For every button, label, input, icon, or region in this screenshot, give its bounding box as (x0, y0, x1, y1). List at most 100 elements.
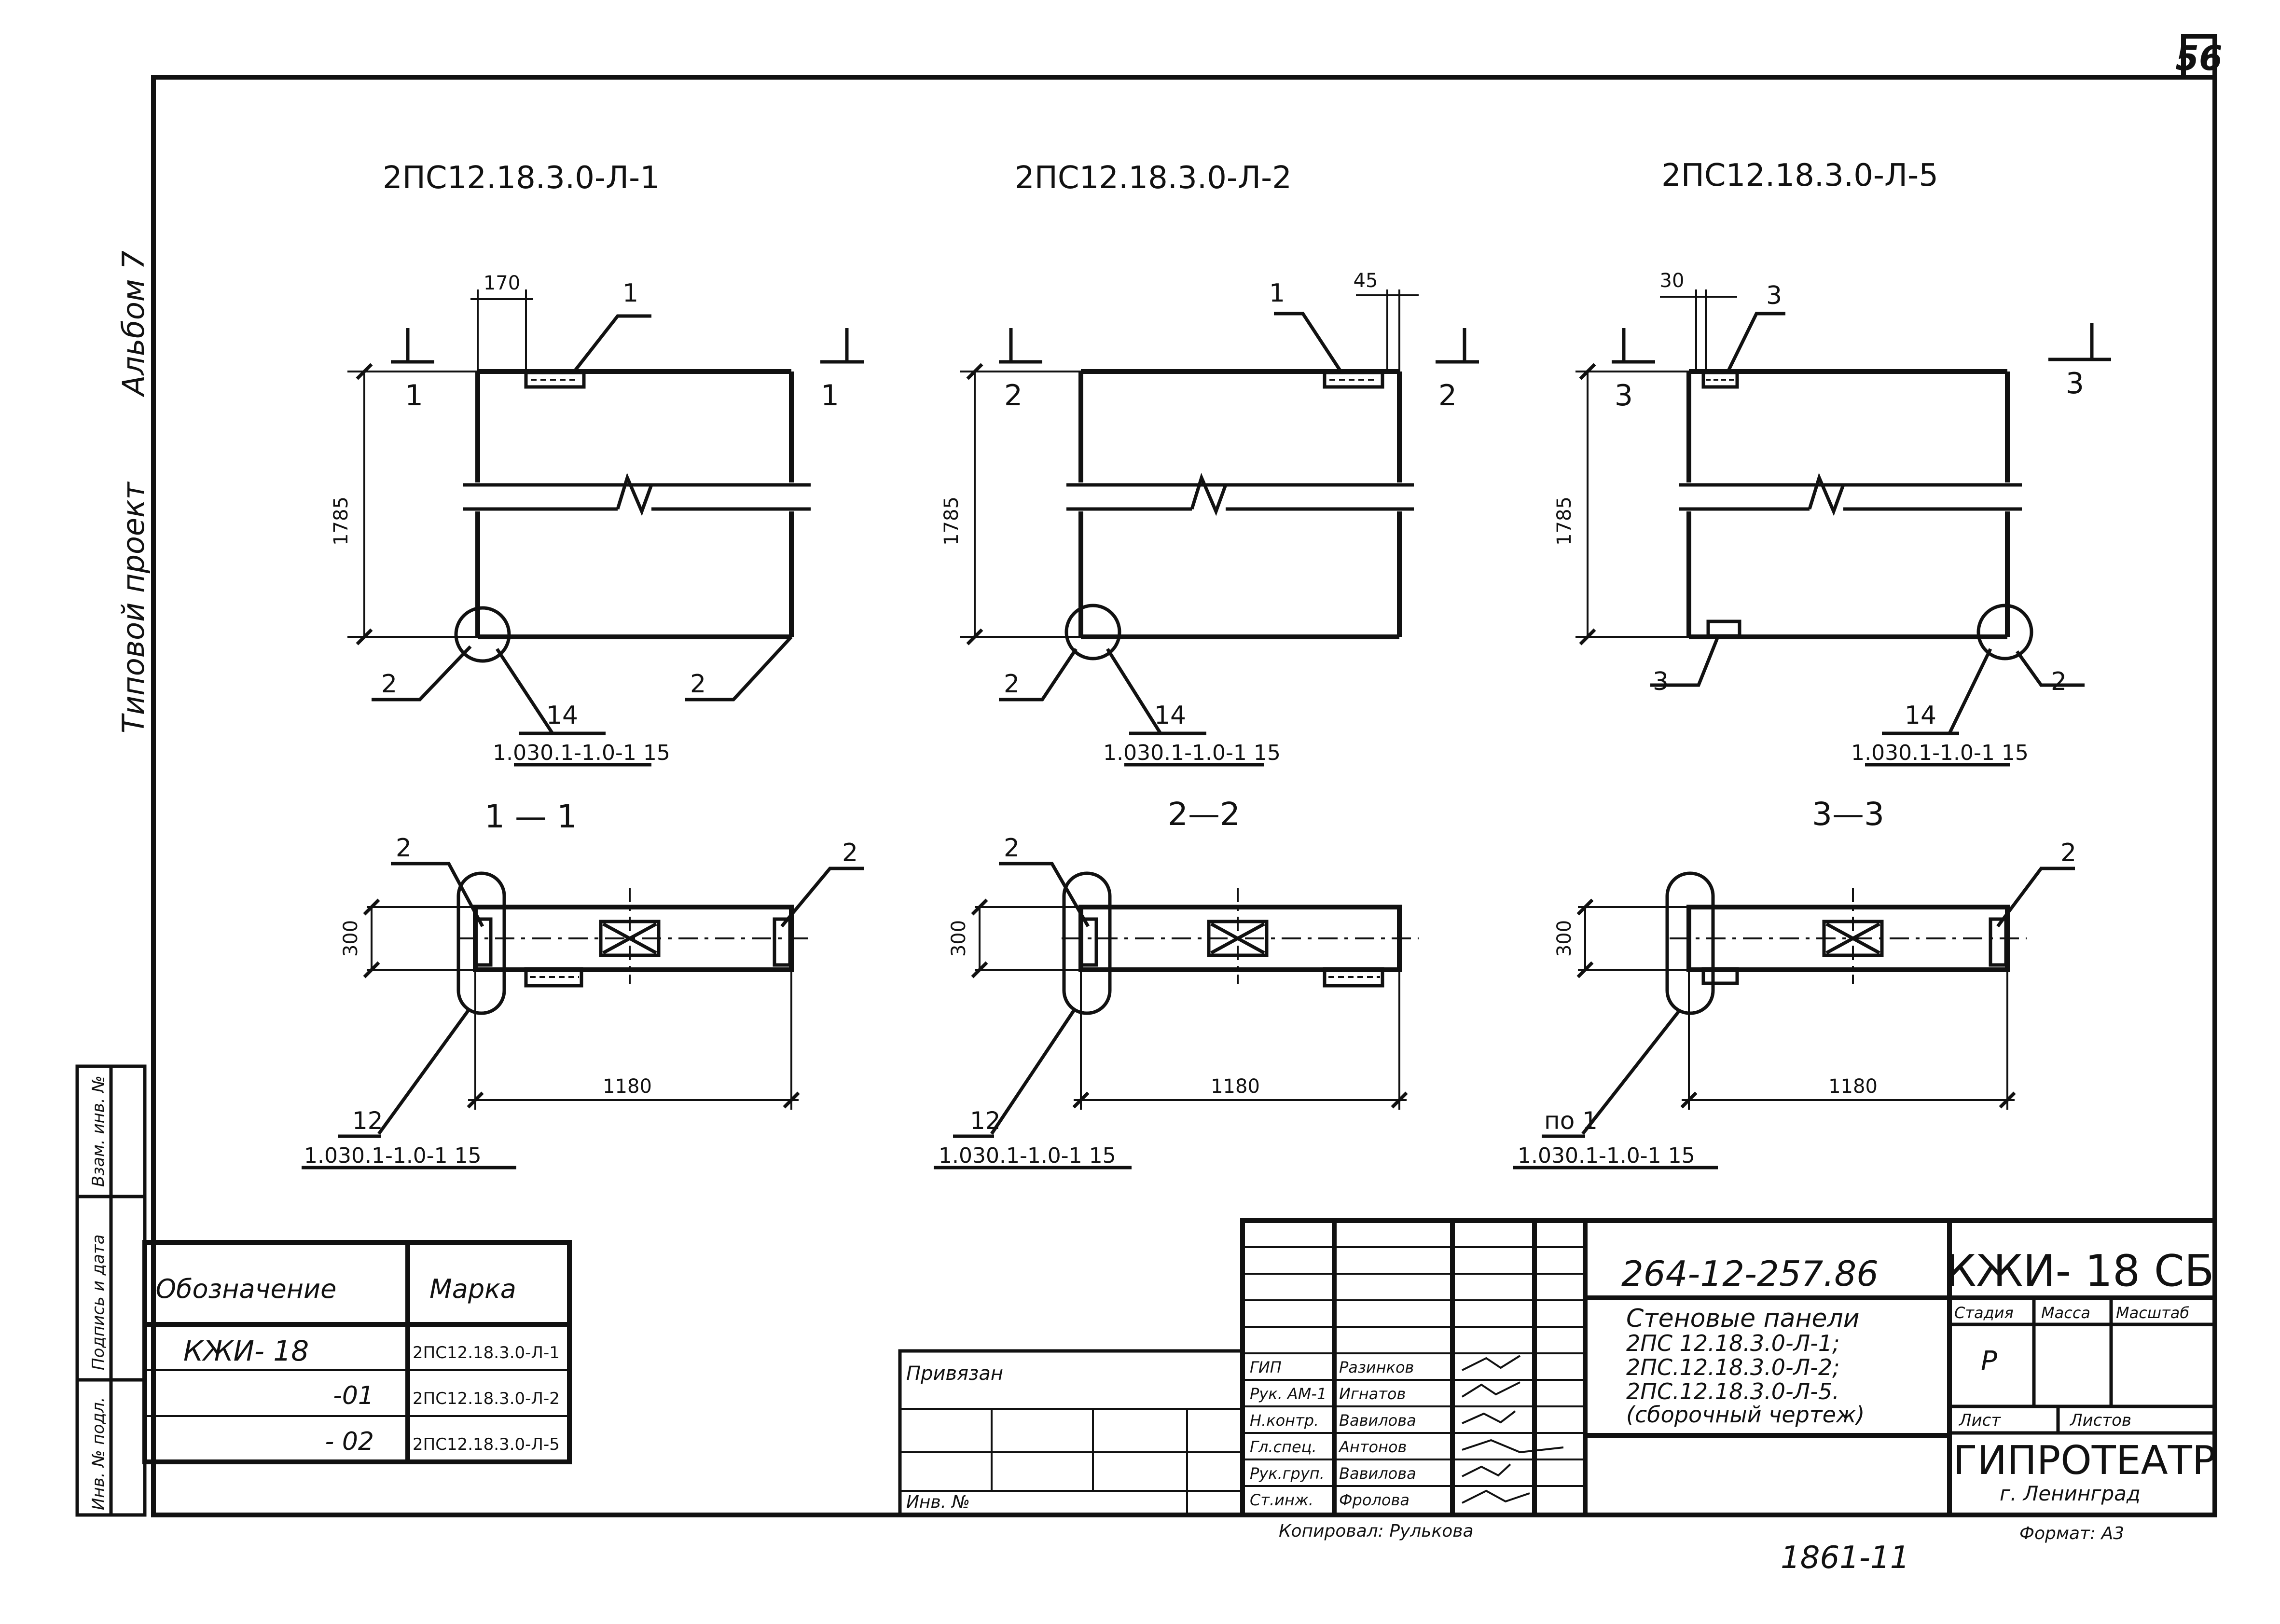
leader-label-left: 2 (1004, 670, 1020, 699)
sheet-number-box (2181, 34, 2217, 80)
cut-left: 1 (405, 379, 423, 413)
bound-to-label: Привязан (906, 1363, 1003, 1385)
leader-label-top: 1 (622, 279, 638, 308)
role-6: Ст.инж. (1250, 1491, 1313, 1509)
section-ref: 1.030.1-1.0-1 15 (939, 1143, 1116, 1168)
node-number: 14 (1154, 701, 1186, 730)
title-block: Привязан Инв. № ГИП Разинков Рук (898, 1218, 2217, 1576)
section-width: 1180 (1828, 1075, 1878, 1098)
sheets-label: Листов (2069, 1411, 2131, 1430)
section-ref: 1.030.1-1.0-1 15 (1518, 1143, 1695, 1168)
leader-label-right: 2 (690, 670, 706, 699)
section-3: 3—3 300 1180 2 по 1 1.030.1-1.0-1 15 (1513, 796, 2076, 1170)
role-4: Гл.спец. (1250, 1438, 1317, 1456)
doc-code: 264-12-257.86 (1621, 1253, 1879, 1294)
inv-label: Инв. № (906, 1492, 970, 1512)
format-label: Формат: А3 (2019, 1524, 2124, 1543)
node-number: 14 (546, 701, 578, 730)
dim-top: 30 (1660, 270, 1685, 292)
name-5: Вавилова (1339, 1464, 1416, 1483)
cut-right: 3 (2066, 367, 2084, 400)
scale-label: Масштаб (2116, 1304, 2189, 1322)
panel-elevation-3: 2ПС12.18.3.0-Л-5 1785 30 3 3 3 3 (1553, 158, 2111, 767)
cut-right: 1 (821, 379, 839, 413)
description-line-2: 2ПС 12.18.3.0-Л-1; (1626, 1330, 1840, 1356)
section-title: 2—2 (1168, 796, 1240, 833)
panel-title: 2ПС12.18.3.0-Л-2 (1015, 160, 1292, 196)
row-designation-3: - 02 (325, 1427, 374, 1456)
row-mark-2: 2ПС12.18.3.0-Л-2 (413, 1389, 560, 1408)
cut-right: 2 (1438, 379, 1457, 413)
mark-code: КЖИ- 18 СБ (1946, 1246, 2214, 1296)
section-right-label: 2 (2060, 839, 2076, 867)
row-mark-3: 2ПС12.18.3.0-Л-5 (413, 1435, 560, 1454)
copied-by: Копировал: Рулькова (1279, 1521, 1474, 1541)
node-ref: 1.030.1-1.0-1 15 (1103, 741, 1281, 765)
section-width: 1180 (1211, 1075, 1260, 1098)
left-stamp-column: Инв. № подл. Подпись и дата Взам. инв. № (75, 1064, 147, 1517)
cut-left: 3 (1615, 379, 1633, 413)
role-1: ГИП (1250, 1358, 1282, 1376)
sheet-label: Лист (1958, 1411, 2001, 1430)
section-right-label: 2 (842, 839, 858, 867)
mass-label: Масса (2041, 1304, 2090, 1322)
cut-left: 2 (1004, 379, 1023, 413)
side-inv: Инв. № подл. (89, 1397, 108, 1510)
leader-label-top: 1 (1269, 279, 1285, 308)
side-vzam: Взам. инв. № (89, 1075, 108, 1187)
name-4: Антонов (1338, 1438, 1407, 1456)
node-number: 14 (1905, 701, 1936, 730)
section-1: 1 — 1 300 1180 2 2 12 1.030.1-1.0-1 (302, 798, 864, 1170)
role-5: Рук.груп. (1250, 1464, 1325, 1483)
row-mark-1: 2ПС12.18.3.0-Л-1 (413, 1343, 560, 1363)
section-ref-num: 12 (352, 1107, 383, 1135)
name-6: Фролова (1339, 1491, 1409, 1509)
node-ref: 1.030.1-1.0-1 15 (493, 741, 670, 765)
leader-label-left: 2 (381, 670, 397, 699)
header-designation: Обозначение (156, 1274, 337, 1304)
row-designation-1: КЖИ- 18 (183, 1335, 309, 1367)
dim-top: 45 (1354, 270, 1378, 292)
row-designation-2: -01 (333, 1381, 374, 1410)
stage-label: Стадия (1954, 1304, 2014, 1322)
section-height: 300 (340, 920, 362, 957)
sheet-number: 56 (2175, 39, 2222, 78)
section-ref: 1.030.1-1.0-1 15 (304, 1143, 482, 1168)
section-ref-num: по 1 (1544, 1107, 1598, 1135)
dim-height: 1785 (940, 496, 963, 546)
section-height: 300 (948, 920, 970, 957)
panel-title: 2ПС12.18.3.0-Л-5 (1661, 158, 1938, 193)
role-2: Рук. АМ-1 (1250, 1385, 1327, 1403)
section-ref-num: 12 (970, 1107, 1001, 1135)
leader-label-top: 3 (1766, 281, 1782, 310)
org-city: г. Ленинград (2000, 1482, 2141, 1505)
panel-elevation-1: 2ПС12.18.3.0-Л-1 1785 170 1 1 (330, 160, 864, 767)
signatures (1461, 1355, 1564, 1504)
bottom-number: 1861-11 (1781, 1540, 1909, 1576)
name-1: Разинков (1339, 1358, 1414, 1376)
header-mark: Марка (429, 1274, 516, 1304)
name-3: Вавилова (1339, 1411, 1416, 1430)
section-height: 300 (1553, 920, 1575, 957)
dim-top: 170 (484, 272, 520, 294)
description-line-5: (сборочный чертеж) (1626, 1402, 1865, 1428)
leader-label-right: 2 (2051, 667, 2067, 696)
dim-height: 1785 (1553, 496, 1575, 546)
panel-title: 2ПС12.18.3.0-Л-1 (383, 160, 660, 196)
leader-label-left: 3 (1653, 667, 1669, 696)
section-2: 2—2 300 1180 2 12 1.030.1-1.0-1 15 (934, 796, 1419, 1170)
section-title: 3—3 (1812, 796, 1884, 833)
section-title: 1 — 1 (484, 798, 577, 835)
description-line-4: 2ПС.12.18.3.0-Л-5. (1626, 1378, 1839, 1404)
side-album: Альбом 7 (116, 250, 151, 398)
spec-table: Обозначение Марка КЖИ- 18 2ПС12.18.3.0-Л… (142, 1240, 572, 1464)
org-name: ГИПРОТЕАТР (1953, 1438, 2216, 1484)
stage-value: Р (1981, 1346, 1997, 1377)
name-2: Игнатов (1339, 1385, 1406, 1403)
side-sign: Подпись и дата (89, 1234, 108, 1370)
section-left-label: 2 (1004, 834, 1020, 863)
section-width: 1180 (603, 1075, 652, 1098)
section-left-label: 2 (396, 834, 412, 863)
role-3: Н.контр. (1250, 1411, 1319, 1430)
